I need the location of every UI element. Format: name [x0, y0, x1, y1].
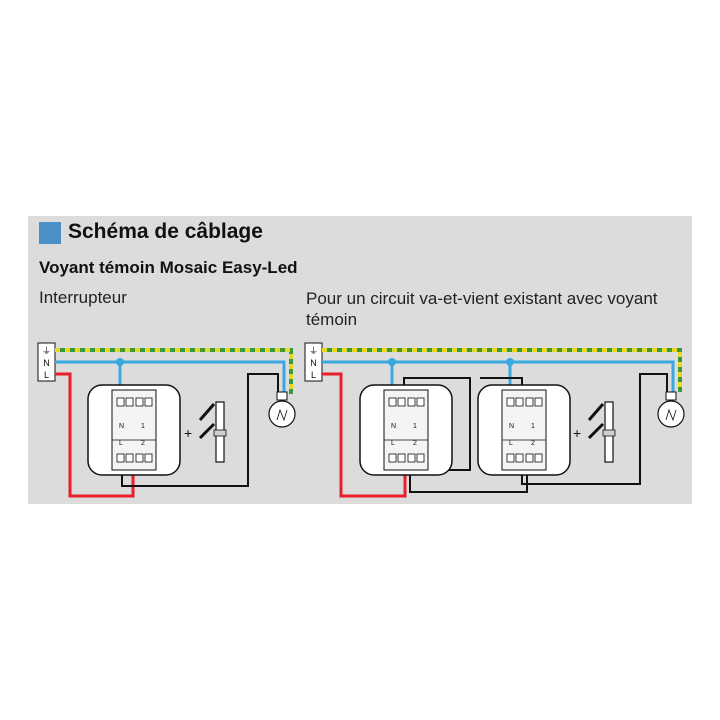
switch-terminal-l-right-1: L [391, 440, 395, 447]
return-wire-right [521, 373, 668, 485]
page-subtitle: Voyant témoin Mosaic Easy-Led [39, 258, 298, 277]
switch-terminal-1-right-1: 1 [413, 423, 417, 430]
switch-terminal-n-left: N [119, 423, 124, 430]
switch-terminal-l-left: L [119, 440, 123, 447]
live-wire-left [55, 372, 135, 498]
neutral-wire-right [322, 360, 675, 392]
page-title: Schéma de câblage [68, 220, 263, 243]
plus-sign-right: + [573, 425, 581, 441]
live-terminal-label: L [44, 370, 49, 380]
terminal-block-left: ⏚ N L [37, 342, 56, 382]
switch-module-right-1: N 1 L 2 [359, 384, 453, 476]
header-marker-icon [39, 222, 61, 244]
terminal-block-right: ⏚ N L [304, 342, 323, 382]
section-label-two-way: Pour un circuit va-et-vient existant ave… [306, 289, 658, 329]
neutral-junction-right-1 [388, 358, 396, 366]
switch-terminal-n-right-2: N [509, 423, 514, 430]
indicator-module-icon [198, 401, 227, 463]
earth-icon: ⏚ [309, 346, 318, 356]
switch-module-left: N 1 L 2 [87, 384, 181, 476]
earth-wire-right [322, 348, 682, 392]
light-bulb-icon [268, 391, 296, 428]
switch-module-right-2: N 1 L 2 [477, 384, 571, 476]
neutral-terminal-label: N [43, 358, 50, 368]
neutral-terminal-label: N [310, 358, 317, 368]
traveller-wire-2 [409, 460, 528, 493]
switch-terminal-1-right-2: 1 [531, 423, 535, 430]
switch-terminal-2-right-1: 2 [413, 440, 417, 447]
section-label-switch: Interrupteur [39, 288, 127, 307]
earth-wire-left [55, 348, 293, 394]
neutral-wire-left [55, 360, 286, 392]
light-bulb-icon [657, 391, 685, 428]
live-terminal-label: L [311, 370, 316, 380]
plus-sign-left: + [184, 425, 192, 441]
indicator-module-icon [587, 401, 616, 463]
switch-terminal-n-right-1: N [391, 423, 396, 430]
neutral-junction-right-2 [506, 358, 514, 366]
return-wire-left [121, 373, 279, 487]
neutral-junction-left [116, 358, 124, 366]
switch-terminal-1-left: 1 [141, 423, 145, 430]
live-wire-right [322, 372, 407, 498]
earth-icon: ⏚ [42, 346, 51, 356]
switch-terminal-2-right-2: 2 [531, 440, 535, 447]
switch-terminal-l-right-2: L [509, 440, 513, 447]
switch-terminal-2-left: 2 [141, 440, 145, 447]
